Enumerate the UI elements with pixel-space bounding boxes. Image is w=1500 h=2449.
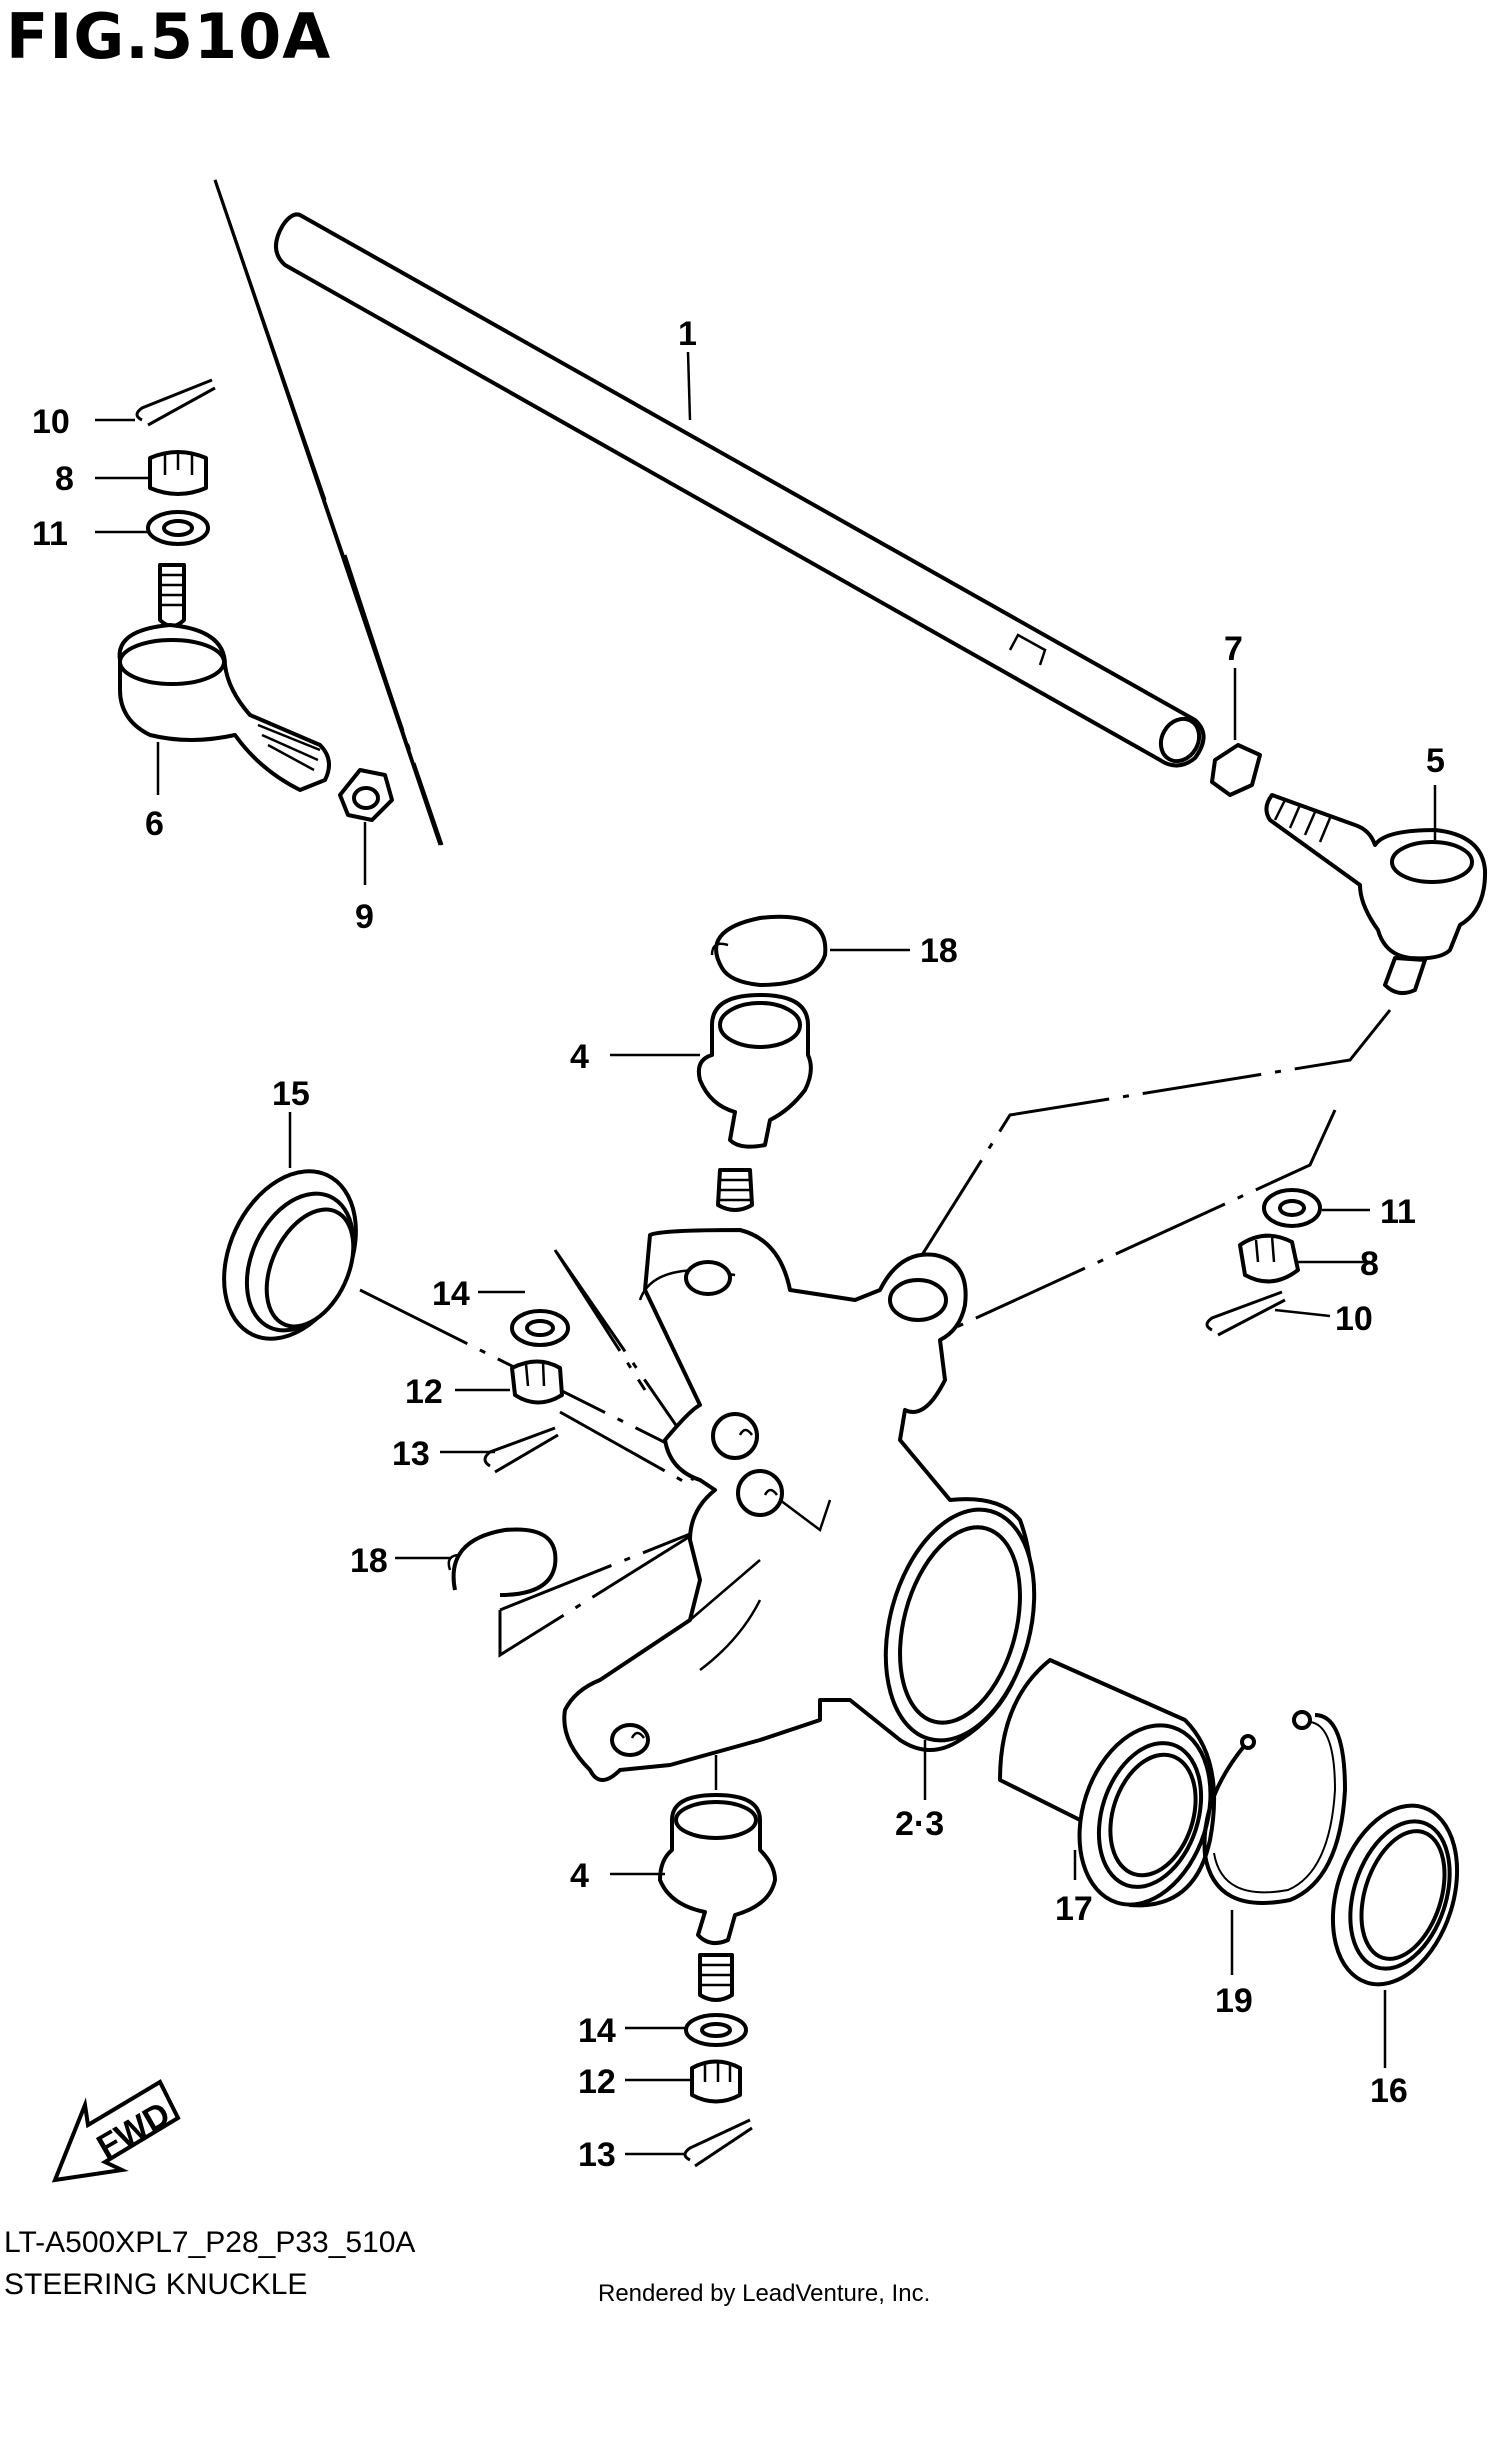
cotter-pin-part-10-right[interactable] xyxy=(1205,1290,1286,1337)
callout-12-top: 12 xyxy=(405,1373,443,1411)
cotter-pin-part-13-top[interactable] xyxy=(483,1426,559,1474)
callout-5: 5 xyxy=(1426,742,1445,780)
callout-1: 1 xyxy=(678,315,697,353)
callout-4-top: 4 xyxy=(570,1038,589,1076)
callout-16: 16 xyxy=(1370,2072,1408,2110)
callout-10-left: 10 xyxy=(32,403,70,441)
washer-part-14-top[interactable] xyxy=(510,1309,570,1347)
callout-4-bottom: 4 xyxy=(570,1857,589,1895)
callout-13-top: 13 xyxy=(392,1435,430,1473)
callout-14-bottom: 14 xyxy=(578,2012,616,2050)
oil-seal-part-15[interactable] xyxy=(198,1150,381,1360)
callout-15: 15 xyxy=(272,1075,310,1113)
callout-6: 6 xyxy=(145,805,164,843)
tie-rod-part-1[interactable] xyxy=(274,212,1207,768)
washer-part-11-left[interactable] xyxy=(146,510,210,546)
callout-14-top: 14 xyxy=(432,1275,470,1313)
nut-part-9[interactable] xyxy=(338,768,394,822)
callout-7: 7 xyxy=(1224,630,1243,668)
callout-11-left: 11 xyxy=(32,515,68,553)
assembly-dash-right xyxy=(898,1009,1392,1291)
assembly-dash-right-2 xyxy=(949,1109,1337,1332)
callout-8-left: 8 xyxy=(55,460,74,498)
circlip-part-19[interactable] xyxy=(1202,1710,1348,1905)
callout-12-bottom: 12 xyxy=(578,2063,616,2101)
washer-part-14-bottom[interactable] xyxy=(684,2013,748,2047)
knuckle-dash-circlip xyxy=(498,1528,701,1658)
ball-joint-part-4-top[interactable] xyxy=(696,993,813,1212)
cotter-pin-part-13-bottom[interactable] xyxy=(683,2118,753,2168)
washer-part-11-right[interactable] xyxy=(1262,1188,1322,1228)
tie-rod-end-part-6[interactable] xyxy=(117,563,331,792)
wheel-bearing-part-17[interactable] xyxy=(998,1658,1232,1922)
oil-seal-part-16[interactable] xyxy=(1311,1790,1478,2001)
castle-nut-part-12-bottom[interactable] xyxy=(690,2059,742,2104)
section-name: STEERING KNUCKLE xyxy=(4,2268,308,2301)
cotter-pin-part-10-left[interactable] xyxy=(135,378,216,427)
callout-18-lower: 18 xyxy=(350,1542,388,1580)
circlip-part-18-top[interactable] xyxy=(710,914,828,987)
callout-labels: 1 10 8 11 6 9 7 5 18 4 15 11 8 10 14 12 … xyxy=(32,315,1445,2174)
rendered-by-credit: Rendered by LeadVenture, Inc. xyxy=(598,2280,931,2307)
castle-nut-part-12-top[interactable] xyxy=(510,1359,564,1405)
ball-joint-part-4-bottom[interactable] xyxy=(658,1793,777,2002)
callout-10-right: 10 xyxy=(1335,1300,1373,1338)
circlip-part-18-lower[interactable] xyxy=(447,1527,558,1597)
model-code: LT-A500XPL7_P28_P33_510A xyxy=(4,2226,416,2259)
forward-direction-arrow: FWD xyxy=(51,2079,181,2183)
figure-title: FIG.510A xyxy=(6,0,332,73)
callout-11-right: 11 xyxy=(1380,1193,1416,1231)
callout-leaders xyxy=(95,351,1437,2156)
castle-nut-part-8-left[interactable] xyxy=(148,450,208,496)
castle-nut-part-8-right[interactable] xyxy=(1238,1233,1300,1284)
callout-8-right: 8 xyxy=(1360,1245,1379,1283)
tie-rod-end-part-5[interactable] xyxy=(1264,793,1488,996)
assembly-dash-left xyxy=(213,179,444,846)
callout-17: 17 xyxy=(1055,1890,1093,1928)
nut-part-7[interactable] xyxy=(1210,743,1262,797)
callout-2-3: 2·3 xyxy=(895,1805,944,1843)
steering-knuckle-part-2-3[interactable] xyxy=(562,1228,1058,1782)
callout-13-bottom: 13 xyxy=(578,2136,616,2174)
callout-19: 19 xyxy=(1215,1982,1253,2020)
callout-18-top: 18 xyxy=(920,932,958,970)
callout-9: 9 xyxy=(355,898,374,936)
